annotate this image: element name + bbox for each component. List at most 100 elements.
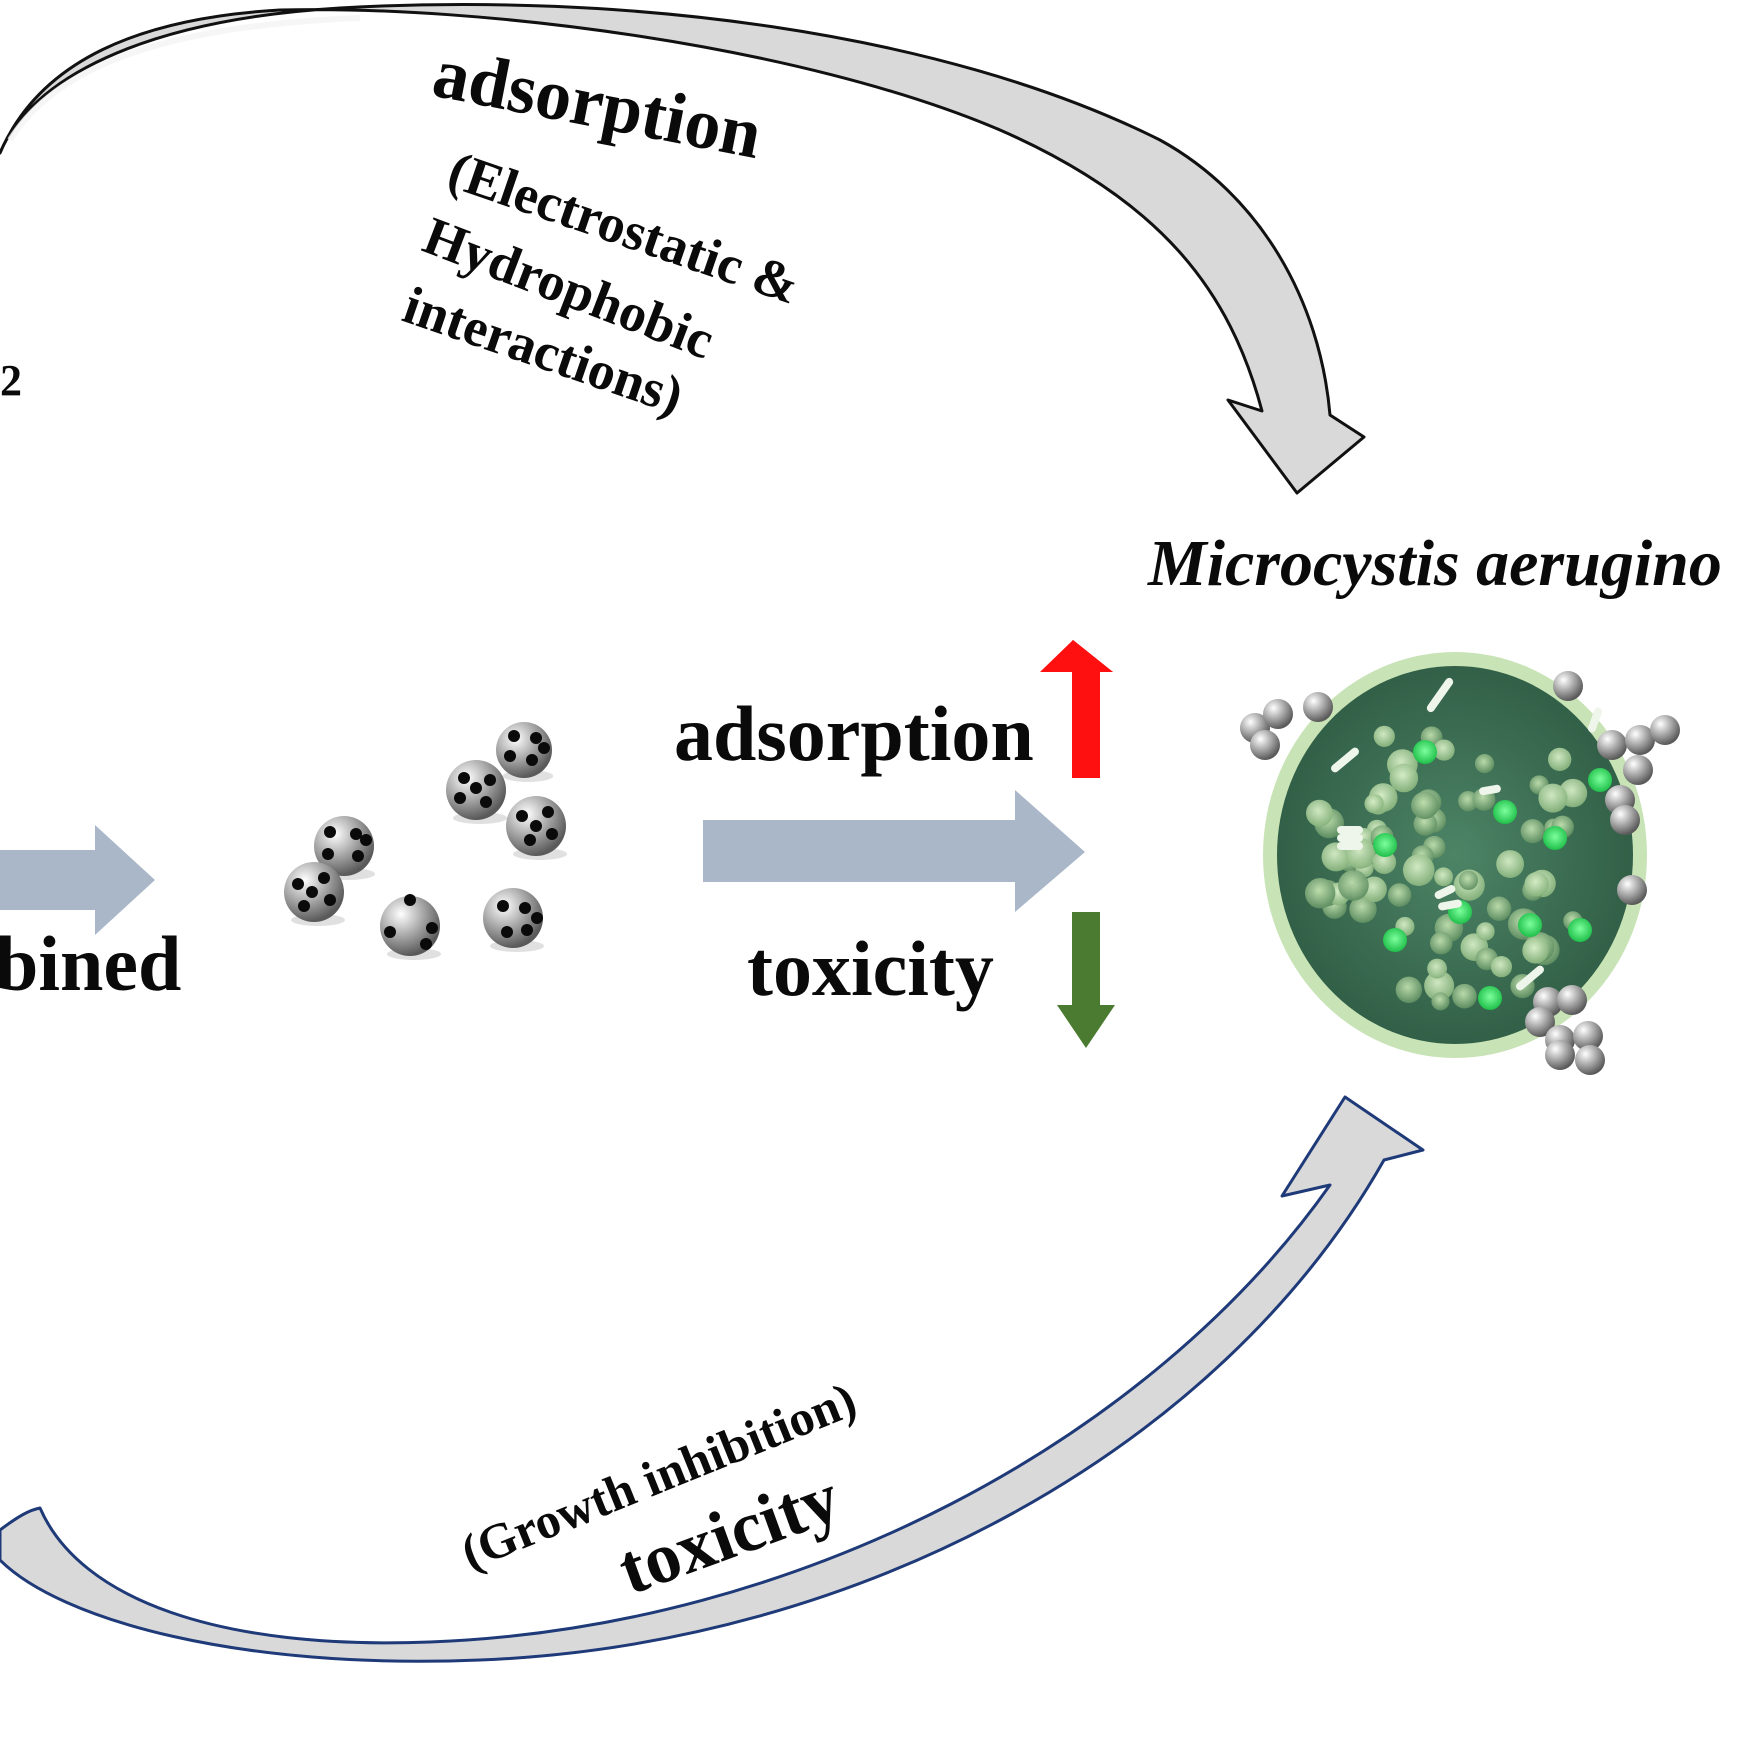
cell-vesicle <box>1389 763 1419 793</box>
cell-organelles <box>1304 677 1612 1011</box>
cell-thylakoid <box>1337 834 1363 842</box>
left-flow-arrow <box>0 825 155 935</box>
nanoparticle-dot <box>526 754 538 766</box>
cell-thylakoid <box>1434 885 1456 899</box>
cell-bright-granule <box>1373 833 1397 857</box>
adsorption-increase-arrow <box>1040 640 1113 778</box>
nanoparticle-dot <box>519 902 531 914</box>
top-arrow-label-group: adsorption (Electrostatic & Hydrophobic … <box>396 32 807 426</box>
nanoparticle-dot <box>292 878 304 890</box>
cell-bright-granule <box>1588 768 1612 792</box>
cell-bright-granule <box>1413 740 1437 764</box>
nanoparticle-dot <box>324 894 336 906</box>
nanoparticle-dot <box>530 732 542 744</box>
cell-thylakoid <box>1516 965 1544 991</box>
left-fragment-label: bined <box>0 920 181 1007</box>
cell-thylakoid <box>1479 784 1501 796</box>
cell-vesicle <box>1474 754 1495 774</box>
surface-nanoparticle <box>1650 715 1680 745</box>
cell-vesicle <box>1411 791 1439 820</box>
top-curved-arrow-body <box>0 3 1366 495</box>
nanoparticle-dot <box>454 792 466 804</box>
nanoparticle-dot <box>350 828 362 840</box>
nanoparticle-dot <box>426 922 438 934</box>
organism-label: Microcystis aerugino <box>1147 527 1722 600</box>
cell-vesicle <box>1427 958 1448 979</box>
surface-nanoparticle <box>1610 805 1640 835</box>
cell-vesicle <box>1304 878 1336 909</box>
cell-bright-granule <box>1478 986 1502 1010</box>
nanoparticle-dot <box>501 926 513 938</box>
cell-vesicle <box>1476 922 1495 941</box>
microcystis-cell <box>1263 652 1647 1058</box>
cell-thylakoid <box>1337 826 1363 834</box>
nanoparticle-dot <box>508 730 520 742</box>
cell-bright-granule <box>1493 800 1517 824</box>
nanoparticle-dot <box>322 848 334 860</box>
cell-vesicle <box>1338 870 1369 901</box>
cell-vesicle <box>1373 725 1395 747</box>
nanoparticle-dot <box>484 774 496 786</box>
nanoparticle-dot <box>538 742 550 754</box>
cell-vesicle <box>1490 956 1513 978</box>
cell-vesicle <box>1431 992 1450 1011</box>
surface-nanoparticle <box>1557 985 1587 1015</box>
cell-thylakoid <box>1438 899 1462 911</box>
cell-thylakoid <box>1337 842 1363 850</box>
cell-vesicle <box>1433 739 1455 761</box>
surface-nanoparticle <box>1625 725 1655 755</box>
surface-nanoparticle <box>1525 1007 1555 1037</box>
nanoparticle-dot <box>352 850 364 862</box>
cell-vesicle <box>1434 867 1454 887</box>
cell-vesicle <box>1452 983 1477 1009</box>
nanoparticle-dot <box>458 772 470 784</box>
surface-nanoparticle <box>1250 730 1280 760</box>
top-curved-arrow-highlight <box>7 15 361 142</box>
surface-nanoparticle <box>1575 1045 1605 1075</box>
cell-bright-granule <box>1568 918 1592 942</box>
top-curved-arrow <box>0 3 1366 495</box>
cell-vesicle <box>1413 812 1438 836</box>
surface-nanoparticle <box>1303 692 1333 722</box>
cell-bright-granule <box>1383 928 1407 952</box>
cell-vesicle <box>1372 850 1397 875</box>
nanoparticle-dot <box>470 782 482 794</box>
cell-vesicle <box>1387 883 1412 907</box>
cell-vesicle <box>1548 747 1572 772</box>
nanoparticle-dot <box>298 900 310 912</box>
nanoparticle-dot <box>420 938 432 950</box>
nanoparticle-dot <box>546 828 558 840</box>
cell-thylakoid <box>1587 707 1603 733</box>
nanoparticle-cluster <box>284 722 567 960</box>
nanoparticle-dot <box>524 834 536 846</box>
toxicity-decrease-arrow <box>1057 912 1115 1048</box>
nanoparticle-dot <box>324 826 336 838</box>
cell-vesicle <box>1522 937 1549 964</box>
cell-vesicle <box>1496 850 1525 878</box>
cell-vesicle <box>1458 870 1478 890</box>
surface-nanoparticle <box>1623 755 1653 785</box>
cell-bright-granule <box>1543 826 1567 850</box>
surface-nanoparticle <box>1263 699 1293 729</box>
surface-nanoparticle <box>1573 1021 1603 1051</box>
cell-vesicle <box>1305 799 1333 827</box>
nanoparticle-dot <box>516 810 528 822</box>
cell-vesicle <box>1538 783 1568 813</box>
bottom-curved-arrow-body <box>0 1095 1425 1663</box>
nanoparticle-dot <box>404 894 416 906</box>
cell-bright-granule <box>1518 913 1542 937</box>
cell-thylakoid <box>1426 677 1454 713</box>
cell-vesicle <box>1364 794 1384 814</box>
cell-vesicle <box>1524 871 1549 897</box>
nanoparticle-dot <box>480 796 492 808</box>
cell-thylakoid <box>1331 747 1359 773</box>
middle-adsorption-label: adsorption <box>674 690 1034 777</box>
nanoparticle-dot <box>521 924 533 936</box>
cell-vesicle <box>1520 819 1545 844</box>
nanoparticle-dot <box>504 750 516 762</box>
cell-vesicle <box>1395 976 1423 1003</box>
bottom-curved-arrow <box>0 1095 1425 1663</box>
nanoparticle-dot <box>384 926 396 938</box>
cell-vesicle <box>1349 895 1377 923</box>
